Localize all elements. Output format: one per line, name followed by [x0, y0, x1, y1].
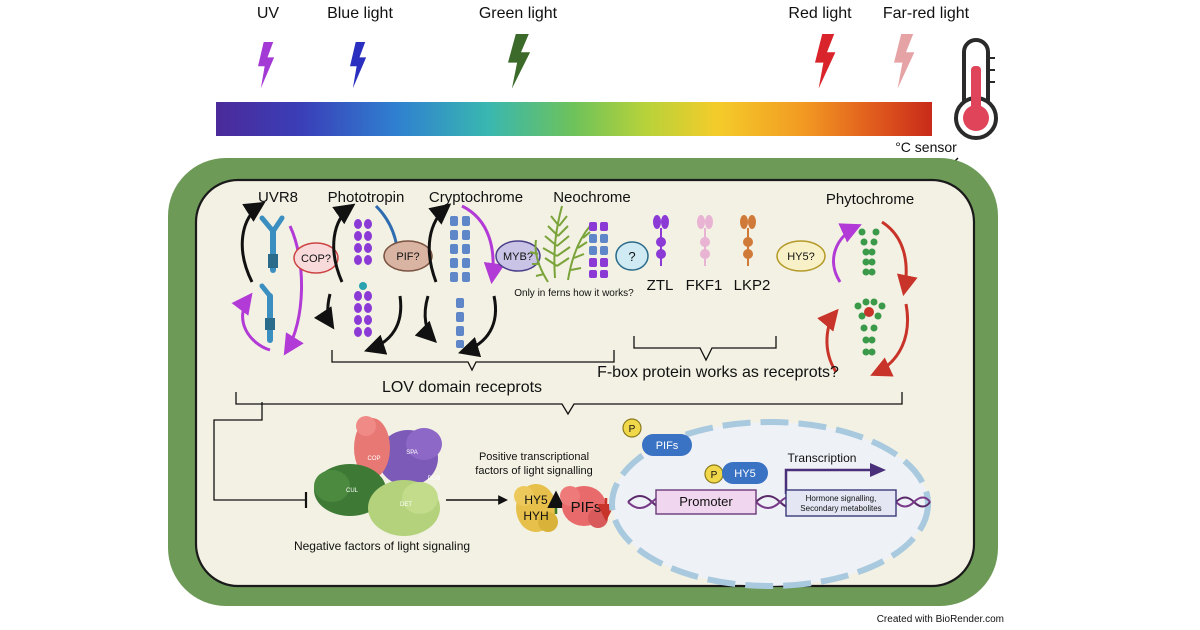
gene-label-line1: Hormone signalling, — [806, 494, 877, 503]
gene-label-line2: Secondary metabolites — [800, 504, 881, 513]
cop-protein-label: COP — [367, 456, 380, 462]
fbox-bracket — [633, 336, 777, 362]
ddb-protein-label: DDB — [428, 476, 441, 482]
phospho-label-hy5: P — [711, 470, 718, 481]
temperature-sensor-label: °C sensor — [895, 139, 957, 155]
blue-bolt-icon — [350, 42, 367, 89]
cop-bubble — [293, 242, 339, 274]
hy5-nuclear-label: HY5 — [734, 468, 755, 480]
far-red-light-label: Far-red light — [883, 5, 970, 22]
gene-box — [785, 489, 897, 517]
inhibition-line — [213, 402, 306, 501]
ferns-note: Only in ferns how it works? — [514, 288, 634, 299]
red-bolt-icon — [815, 34, 836, 89]
positive-factors-line1: Positive transcriptional — [479, 451, 589, 463]
nucleus — [612, 422, 928, 586]
phototropin-cycle — [313, 203, 411, 355]
pifs-nuclear — [642, 434, 692, 456]
lkp2-protein — [740, 215, 756, 266]
cryptochrome-cycle — [414, 203, 505, 358]
uv-bolt-icon — [258, 42, 275, 89]
hy5-bubble — [776, 240, 826, 272]
green-light-label: Green light — [479, 5, 558, 22]
myb-bubble — [495, 240, 541, 272]
fkf1-protein — [697, 215, 713, 266]
myb-bubble-label: MYB? — [503, 251, 533, 263]
unknown-bubble-label: ? — [628, 249, 635, 264]
receptors-bracket — [235, 392, 903, 416]
det-protein-label: DET — [400, 502, 412, 508]
transcription-arrowhead — [870, 463, 886, 477]
pif-bubble-label: PIF? — [396, 251, 419, 263]
positive-factors-line2: factors of light signalling — [475, 465, 592, 477]
pif-bubble — [383, 240, 433, 272]
spa-protein-label: SPA — [406, 450, 418, 456]
cop-bubble-label: COP? — [301, 253, 331, 265]
uv-label: UV — [257, 5, 280, 22]
fkf1-label: FKF1 — [686, 277, 723, 294]
promoter-label: Promoter — [679, 494, 733, 509]
blue-light-label: Blue light — [327, 5, 393, 22]
neochrome-protein — [589, 222, 608, 278]
red-light-label: Red light — [788, 5, 852, 22]
cryptochrome-label: Cryptochrome — [429, 189, 523, 206]
far-red-bolt-icon — [894, 34, 915, 89]
uvr8-label: UVR8 — [258, 189, 298, 206]
green-bolt-icon — [508, 34, 531, 89]
neochrome-label: Neochrome — [553, 189, 631, 206]
hy5-hyh-blob — [514, 484, 558, 532]
thermometer-icon — [954, 38, 998, 140]
transcription-label: Transcription — [788, 451, 857, 465]
biorender-credit: Created with BioRender.com — [877, 614, 1004, 625]
uvr8-cycle — [231, 201, 304, 356]
phospho-label-pifs: P — [629, 424, 636, 435]
phytochrome-label: Phytochrome — [826, 191, 914, 208]
hyh-tf-label: HYH — [523, 509, 548, 523]
ztl-label: ZTL — [647, 277, 674, 294]
cop-spa-complex — [314, 416, 442, 536]
fbox-label: F-box protein works as receprots? — [597, 364, 839, 381]
unknown-bubble — [615, 241, 649, 271]
lkp2-label: LKP2 — [734, 277, 771, 294]
phospho-badge-pifs — [622, 418, 642, 438]
pifs-tf-label: PIFs — [571, 499, 602, 516]
light-spectrum-bar — [216, 102, 932, 136]
lov-bracket — [331, 350, 615, 372]
hy5-bubble-label: HY5? — [787, 251, 815, 263]
fern-icon — [529, 205, 591, 283]
phytochrome-cycle — [817, 220, 918, 377]
pifs-nuclear-label: PIFs — [656, 440, 679, 452]
negative-factors-label: Negative factors of light signaling — [294, 539, 470, 553]
pifs-blob — [560, 486, 608, 528]
lov-domain-label: LOV domain receprots — [382, 379, 542, 396]
hy5-tf-label: HY5 — [524, 493, 548, 507]
ztl-protein — [653, 215, 669, 266]
promoter-box — [655, 489, 757, 515]
transcription-arrow — [784, 468, 872, 494]
hy5-nuclear — [722, 462, 768, 484]
phototropin-label: Phototropin — [328, 189, 405, 206]
cul-protein-label: CUL — [346, 488, 359, 494]
